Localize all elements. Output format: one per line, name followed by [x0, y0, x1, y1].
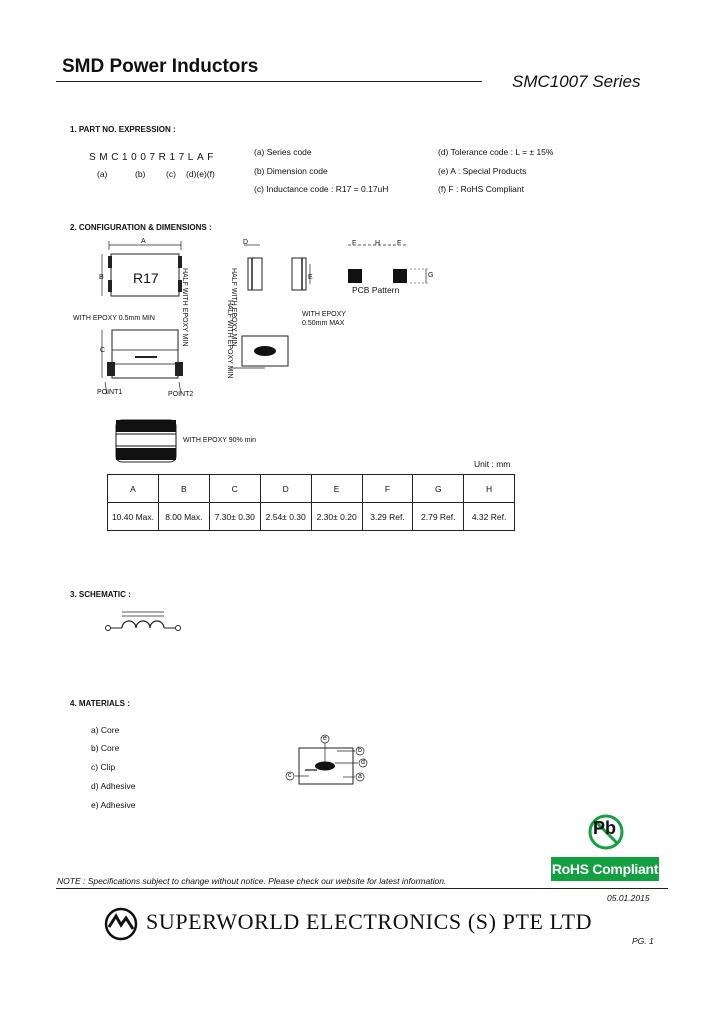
- part-number: SMC1007R17LAF: [89, 152, 217, 163]
- inductor-marking: R17: [133, 270, 159, 286]
- document-date: 05.01.2015: [607, 893, 650, 903]
- code-c: (c): [166, 169, 176, 179]
- dim-label-a: A: [141, 238, 146, 245]
- table-header-cell: H: [463, 474, 515, 503]
- table-header-cell: E: [310, 474, 363, 503]
- dim-label-e: E: [308, 274, 313, 281]
- section-heading-schematic: 3. SCHEMATIC :: [70, 590, 131, 599]
- dim-label-g: G: [428, 272, 434, 279]
- callout-d: d: [361, 759, 365, 766]
- table-cell: 4.32 Ref.: [463, 502, 515, 531]
- callout-c: c: [288, 772, 292, 779]
- pcb-pattern-drawing: [348, 244, 430, 284]
- table-header-cell: C: [208, 474, 261, 503]
- legend-inductance-code: (c) Inductance code : R17 = 0.17uH: [254, 184, 389, 194]
- material-item: e) Adhesive: [91, 800, 136, 810]
- dim-label-f-right: F: [397, 240, 402, 247]
- epoxy-coverage-drawing: [115, 419, 177, 463]
- legend-rohs: (f) F : RoHS Compliant: [438, 184, 524, 194]
- table-cell: 3.29 Ref.: [361, 502, 414, 531]
- legend-series-code: (a) Series code: [254, 147, 312, 157]
- material-item: a) Core: [91, 725, 120, 735]
- point1-label: POINT1: [97, 389, 123, 396]
- code-b: (b): [135, 169, 146, 179]
- bottom-view-drawing: [101, 329, 183, 395]
- top-view-drawing: [101, 241, 182, 297]
- section-heading-part-no: 1. PART NO. EXPRESSION :: [70, 125, 176, 134]
- dimension-table: A B C D E F G H 10.40 Max. 8.00 Max. 7.3…: [107, 474, 515, 531]
- material-item: d) Adhesive: [91, 781, 136, 791]
- legend-dimension-code: (b) Dimension code: [254, 166, 328, 176]
- epoxy-side-label: WITH EPOXY: [302, 311, 346, 318]
- table-cell: 8.00 Max.: [157, 502, 210, 531]
- schematic-inductor-symbol: [105, 611, 181, 631]
- pb-label: Pb: [593, 818, 617, 838]
- legend-special-products: (e) A : Special Products: [438, 166, 527, 176]
- section-heading-materials: 4. MATERIALS :: [70, 699, 130, 708]
- callout-a: a: [358, 773, 362, 780]
- table-header-cell: A: [107, 474, 159, 503]
- callout-e: e: [323, 735, 327, 742]
- point2-label: POINT2: [168, 391, 194, 398]
- epoxy-90-label: WITH EPOXY 90% min: [183, 437, 257, 444]
- table-header-row: A B C D E F G H: [107, 474, 515, 503]
- table-cell: 2.79 Ref.: [412, 502, 465, 531]
- dim-label-c: C: [100, 347, 106, 354]
- side-epoxy-drawing: [230, 335, 289, 369]
- company-logo-icon: [104, 907, 138, 941]
- table-cell: 10.40 Max.: [107, 502, 159, 531]
- code-def: (d)(e)(f): [186, 169, 215, 179]
- side-view-drawing: [244, 244, 311, 291]
- material-item: c) Clip: [91, 762, 116, 772]
- table-header-cell: F: [361, 474, 414, 503]
- material-item: b) Core: [91, 743, 120, 753]
- page-number: PG. 1: [632, 936, 654, 946]
- series-name: SMC1007 Series: [512, 72, 641, 91]
- spec-note: NOTE : Specifications subject to change …: [57, 876, 447, 886]
- epoxy-min-label: WITH EPOXY 0.5mm MIN: [73, 315, 155, 322]
- dim-label-f-left: F: [352, 240, 357, 247]
- table-row: 10.40 Max. 8.00 Max. 7.30± 0.30 2.54± 0.…: [107, 502, 515, 531]
- legend-tolerance-code: (d) Tolerance code : L = ± 15%: [438, 147, 554, 157]
- unit-label: Unit : mm: [474, 459, 511, 469]
- footer-rule: [56, 888, 668, 889]
- table-header-cell: B: [157, 474, 210, 503]
- pcb-pattern-label: PCB Pattern: [352, 285, 400, 295]
- pb-free-icon: [588, 814, 624, 850]
- table-cell: 7.30± 0.30: [208, 502, 261, 531]
- epoxy-side-max-label: 0.50mm MAX: [302, 320, 345, 327]
- dim-label-d: D: [243, 239, 249, 246]
- company-name: SUPERWORLD ELECTRONICS (S) PTE LTD: [146, 909, 593, 934]
- table-cell: 2.30± 0.20: [310, 502, 363, 531]
- document-title: SMD Power Inductors: [62, 56, 259, 77]
- dim-label-h: H: [375, 240, 381, 247]
- section-heading-config: 2. CONFIGURATION & DIMENSIONS :: [70, 223, 212, 232]
- rohs-compliant-badge: RoHS Compliant: [551, 857, 659, 881]
- callout-b: b: [358, 747, 362, 754]
- header-rule: [56, 81, 482, 82]
- dim-label-b: B: [99, 274, 104, 281]
- table-cell: 2.54± 0.30: [259, 502, 312, 531]
- code-a: (a): [97, 169, 108, 179]
- table-header-cell: D: [259, 474, 312, 503]
- materials-cross-section: [285, 734, 368, 785]
- table-header-cell: G: [412, 474, 465, 503]
